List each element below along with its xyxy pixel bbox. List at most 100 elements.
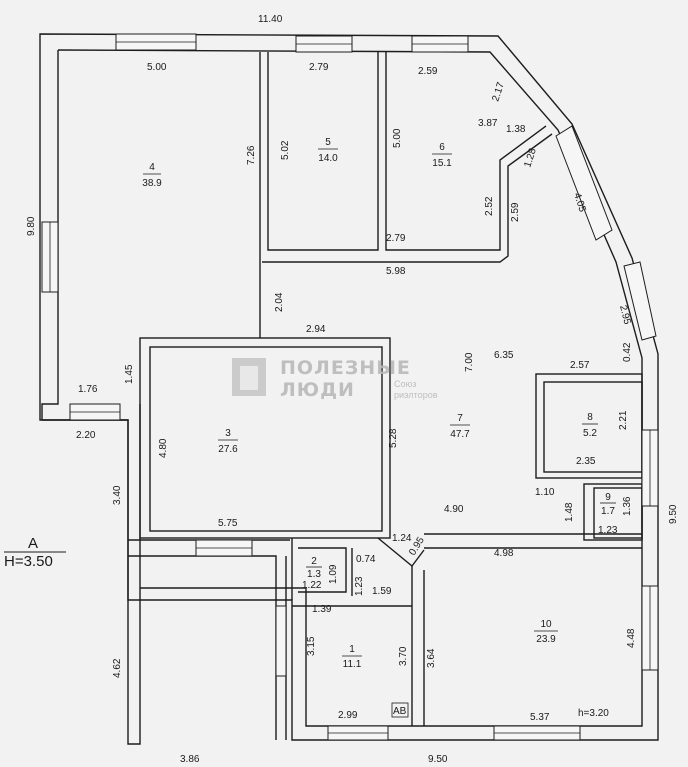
dim-label: 1.38 xyxy=(506,124,526,135)
dim-label: 5.37 xyxy=(530,712,550,723)
dim-label: 7.00 xyxy=(464,352,475,372)
dim-label: 5.75 xyxy=(218,518,238,529)
dim-label: 4.48 xyxy=(626,628,637,648)
dim-label: 1.10 xyxy=(535,487,555,498)
dim-label: 2.35 xyxy=(576,456,596,467)
dim-label: 4.98 xyxy=(494,548,514,559)
dim-label: h=3.20 xyxy=(578,708,609,719)
dim-label: 1.48 xyxy=(564,502,575,522)
dim-label: 0.42 xyxy=(622,342,633,362)
room-10-number: 10 xyxy=(540,619,552,630)
dim-label: 1.24 xyxy=(392,533,412,544)
watermark-sub2: риэлторов xyxy=(394,390,438,400)
dim-label: 4.62 xyxy=(112,658,123,678)
room-2-number: 2 xyxy=(311,556,317,567)
room-6-number: 6 xyxy=(439,142,445,153)
dim-label: 5.00 xyxy=(147,62,167,73)
dim-label: 1.76 xyxy=(78,384,98,395)
dim-label: 2.99 xyxy=(338,710,358,721)
dim-label: 3.70 xyxy=(398,646,409,666)
watermark-logo-cut xyxy=(240,366,258,390)
dim-label: 1.22 xyxy=(302,580,322,591)
room-5-number: 5 xyxy=(325,137,331,148)
wall-diag-1 xyxy=(377,537,425,568)
window xyxy=(275,605,287,677)
dim-label: 7.26 xyxy=(246,145,257,165)
room-5-area: 14.0 xyxy=(318,153,338,164)
floor-height: Н=3.50 xyxy=(4,553,53,570)
dim-label: 2.95 xyxy=(617,304,632,326)
dim-label: 9.50 xyxy=(668,504,679,524)
dim-label: 2.21 xyxy=(618,410,629,430)
room-9-number: 9 xyxy=(605,492,611,503)
dim-label: 1.59 xyxy=(372,586,392,597)
dim-label: 4.80 xyxy=(158,438,169,458)
room-1-number: 1 xyxy=(349,644,355,655)
wall-r7-r10 xyxy=(411,533,642,726)
room-3-walls-inner xyxy=(149,346,383,532)
windows xyxy=(41,33,659,741)
dim-label: 6.35 xyxy=(494,350,514,361)
dim-label: 2.79 xyxy=(386,233,406,244)
dim-top-total: 11.40 xyxy=(258,14,283,25)
dim-label: 3.64 xyxy=(426,648,437,668)
room-9-area: 1.7 xyxy=(601,506,615,517)
room-3-walls xyxy=(139,337,391,539)
room-9-walls-inner xyxy=(593,487,643,539)
floor-info: А Н=3.50 xyxy=(4,535,66,570)
room-4-number: 4 xyxy=(149,162,155,173)
wall-r2 xyxy=(291,538,353,600)
dim-label: 1.36 xyxy=(622,496,633,516)
dim-label: 3.40 xyxy=(112,485,123,505)
dim-label: 2.20 xyxy=(76,430,96,441)
dim-label: 4.90 xyxy=(444,504,464,515)
dim-label: 1.45 xyxy=(124,364,135,384)
dim-label: 0.74 xyxy=(356,554,376,565)
stair-box xyxy=(391,702,409,718)
window xyxy=(555,125,613,241)
room-labels: 4 38.9 5 14.0 6 15.1 3 27.6 7 47.7 8 5.2… xyxy=(142,137,616,670)
dim-label: 2.59 xyxy=(510,202,521,222)
dim-label: 1.39 xyxy=(312,604,332,615)
outer-wall-inner xyxy=(57,49,643,727)
watermark: ПОЛЕЗНЫЕ ЛЮДИ Союз риэлторов xyxy=(232,357,438,401)
room-3-number: 3 xyxy=(225,428,231,439)
stair-label: АВ xyxy=(393,706,407,717)
room-10-area: 23.9 xyxy=(536,634,556,645)
dimension-labels: 11.40 5.00 2.79 2.59 3.87 1.38 2.79 5.98… xyxy=(26,14,679,765)
room-7-number: 7 xyxy=(457,413,463,424)
dim-label: 5.02 xyxy=(280,140,291,160)
dim-label: 2.59 xyxy=(418,66,438,77)
room-8-walls-inner xyxy=(543,381,643,473)
dim-label: 2.04 xyxy=(274,292,285,312)
room-2-area: 1.3 xyxy=(307,569,321,580)
room-1-area: 11.1 xyxy=(343,659,362,670)
room-7-area: 47.7 xyxy=(450,429,470,440)
window xyxy=(623,261,657,341)
dim-label: 3.87 xyxy=(478,118,498,129)
room-3-area: 27.6 xyxy=(218,444,238,455)
dim-label: 3.86 xyxy=(180,754,200,765)
dim-label: 2.94 xyxy=(306,324,326,335)
outer-wall-left-mid xyxy=(42,404,141,745)
dim-label: 2.52 xyxy=(484,196,495,216)
dim-label: 1.23 xyxy=(354,576,365,596)
dim-label: 1.23 xyxy=(598,525,618,536)
stair-marker: АВ xyxy=(391,702,409,718)
floor-letter: А xyxy=(28,535,38,552)
wall-lower-left xyxy=(128,539,290,740)
room-4-area: 38.9 xyxy=(142,178,162,189)
partition-r4-r5 xyxy=(259,52,547,338)
dim-label: 2.57 xyxy=(570,360,590,371)
dim-label: 3.15 xyxy=(306,636,317,656)
dim-label: 2.79 xyxy=(309,62,329,73)
dim-label: 9.50 xyxy=(428,754,448,765)
room-6-area: 15.1 xyxy=(432,158,452,169)
watermark-sub1: Союз xyxy=(394,379,416,389)
watermark-line2: ЛЮДИ xyxy=(280,379,355,401)
room-8-area: 5.2 xyxy=(583,428,597,439)
dim-label: 5.98 xyxy=(386,266,406,277)
dim-label: 5.28 xyxy=(388,428,399,448)
